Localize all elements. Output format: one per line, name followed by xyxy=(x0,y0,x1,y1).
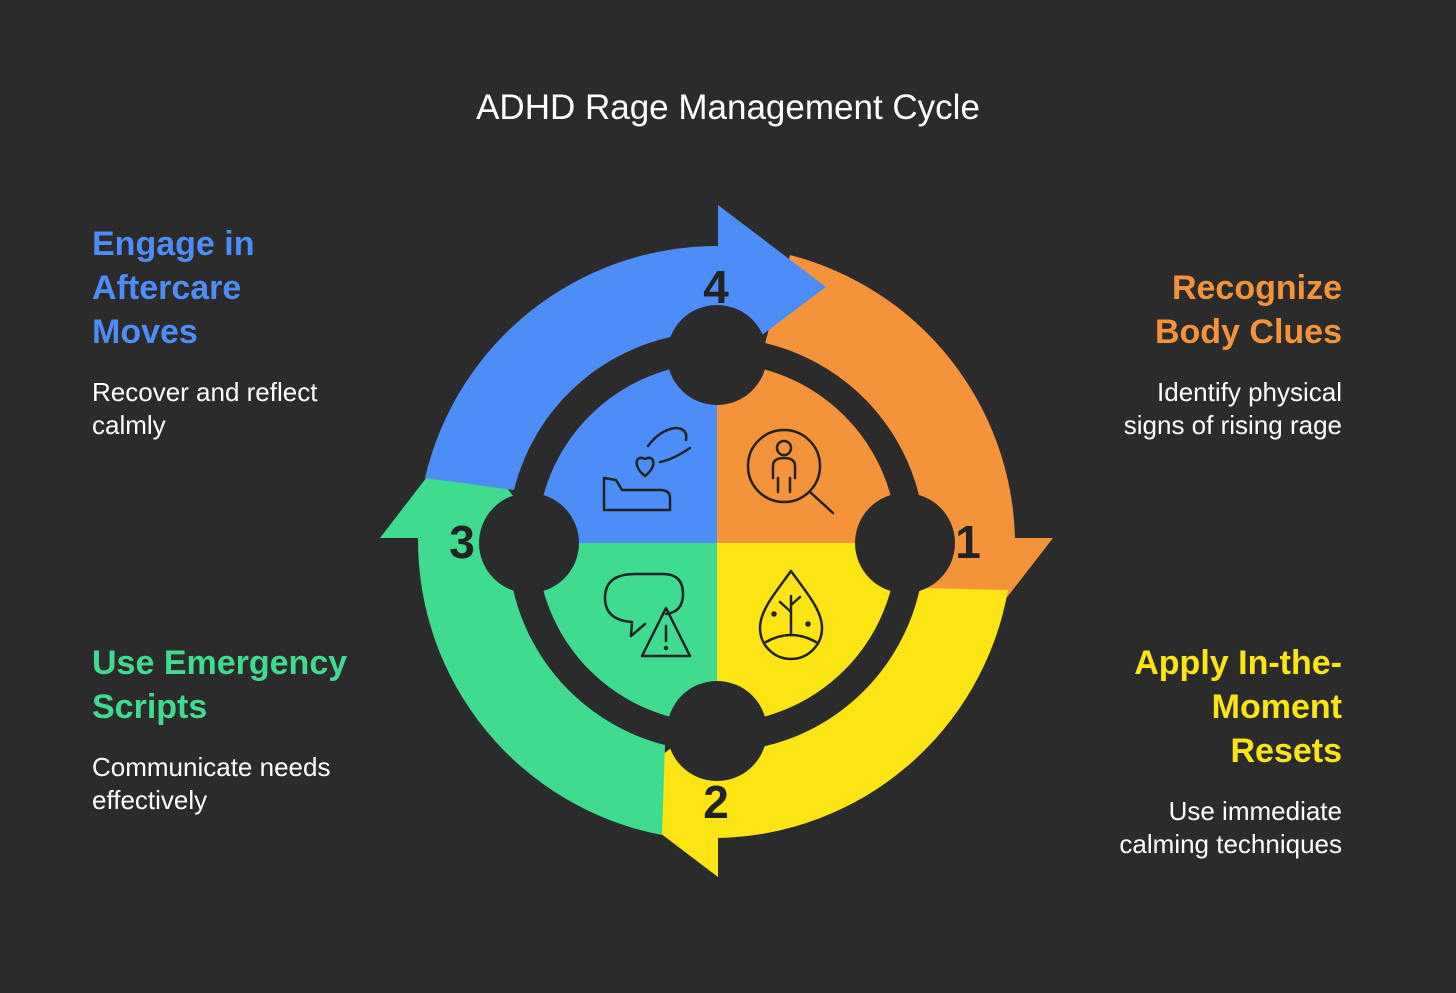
step-2-title-line: Resets xyxy=(1230,732,1342,770)
step-1-title-line: Body Clues xyxy=(1154,313,1342,351)
step-3-description: Communicate needs effectively xyxy=(92,751,382,817)
step-2-title-line: Moment xyxy=(1211,688,1342,726)
step-2-description: Use immediate calming techniques xyxy=(1072,795,1342,861)
step-2-arrow xyxy=(610,588,1008,877)
step-3-arrow xyxy=(380,430,665,835)
step-2-description-line: Use immediate xyxy=(1168,796,1342,826)
step-3-number: 3 xyxy=(449,516,475,568)
water-drop-tree-icon xyxy=(758,569,824,661)
inner-circle xyxy=(479,305,955,781)
step-4-description-line: calmly xyxy=(92,410,166,440)
step-3-description-line: Communicate needs xyxy=(92,752,331,782)
step-1-description: Identify physical signs of rising rage xyxy=(1072,376,1342,442)
quadrant-step-1 xyxy=(717,363,897,543)
step-3-title-line: Scripts xyxy=(92,688,208,726)
hand-heart-icon xyxy=(602,426,692,512)
step-4-title-line: Aftercare xyxy=(92,269,242,307)
inner-notch xyxy=(479,493,579,593)
inner-notch xyxy=(667,681,767,781)
step-1-title: Recognize Body Clues xyxy=(1082,266,1342,354)
inner-notch xyxy=(667,305,767,405)
step-3-description-line: effectively xyxy=(92,785,208,815)
inner-notch xyxy=(855,493,955,593)
step-1-description-line: Identify physical xyxy=(1157,377,1342,407)
speech-warning-icon xyxy=(603,572,692,658)
step-2-number: 2 xyxy=(703,776,729,828)
step-1-title-line: Recognize xyxy=(1171,269,1342,307)
quadrant-step-4 xyxy=(537,363,717,543)
step-2-title: Apply In-the- Moment Resets xyxy=(1092,641,1342,773)
step-4-description-line: Recover and reflect xyxy=(92,377,318,407)
step-4-description: Recover and reflect calmly xyxy=(92,376,362,442)
step-2-description-line: calming techniques xyxy=(1119,829,1342,859)
person-magnifier-icon xyxy=(746,428,835,515)
quadrant-step-3 xyxy=(537,543,717,723)
diagram-title: ADHD Rage Management Cycle xyxy=(476,88,980,127)
step-1-description-line: signs of rising rage xyxy=(1123,410,1342,440)
step-4-title-line: Engage in xyxy=(92,225,255,263)
step-1-number: 1 xyxy=(955,516,981,568)
step-4-title: Engage in Aftercare Moves xyxy=(92,222,352,354)
step-4-title-line: Moves xyxy=(92,313,198,351)
step-4-arrow xyxy=(425,205,826,490)
quadrant-step-2 xyxy=(717,543,897,723)
step-1-arrow xyxy=(765,255,1053,645)
step-3-title: Use Emergency Scripts xyxy=(92,641,382,729)
step-4-number: 4 xyxy=(703,261,729,313)
step-2-title-line: Apply In-the- xyxy=(1134,644,1342,682)
step-3-title-line: Use Emergency xyxy=(92,644,348,682)
